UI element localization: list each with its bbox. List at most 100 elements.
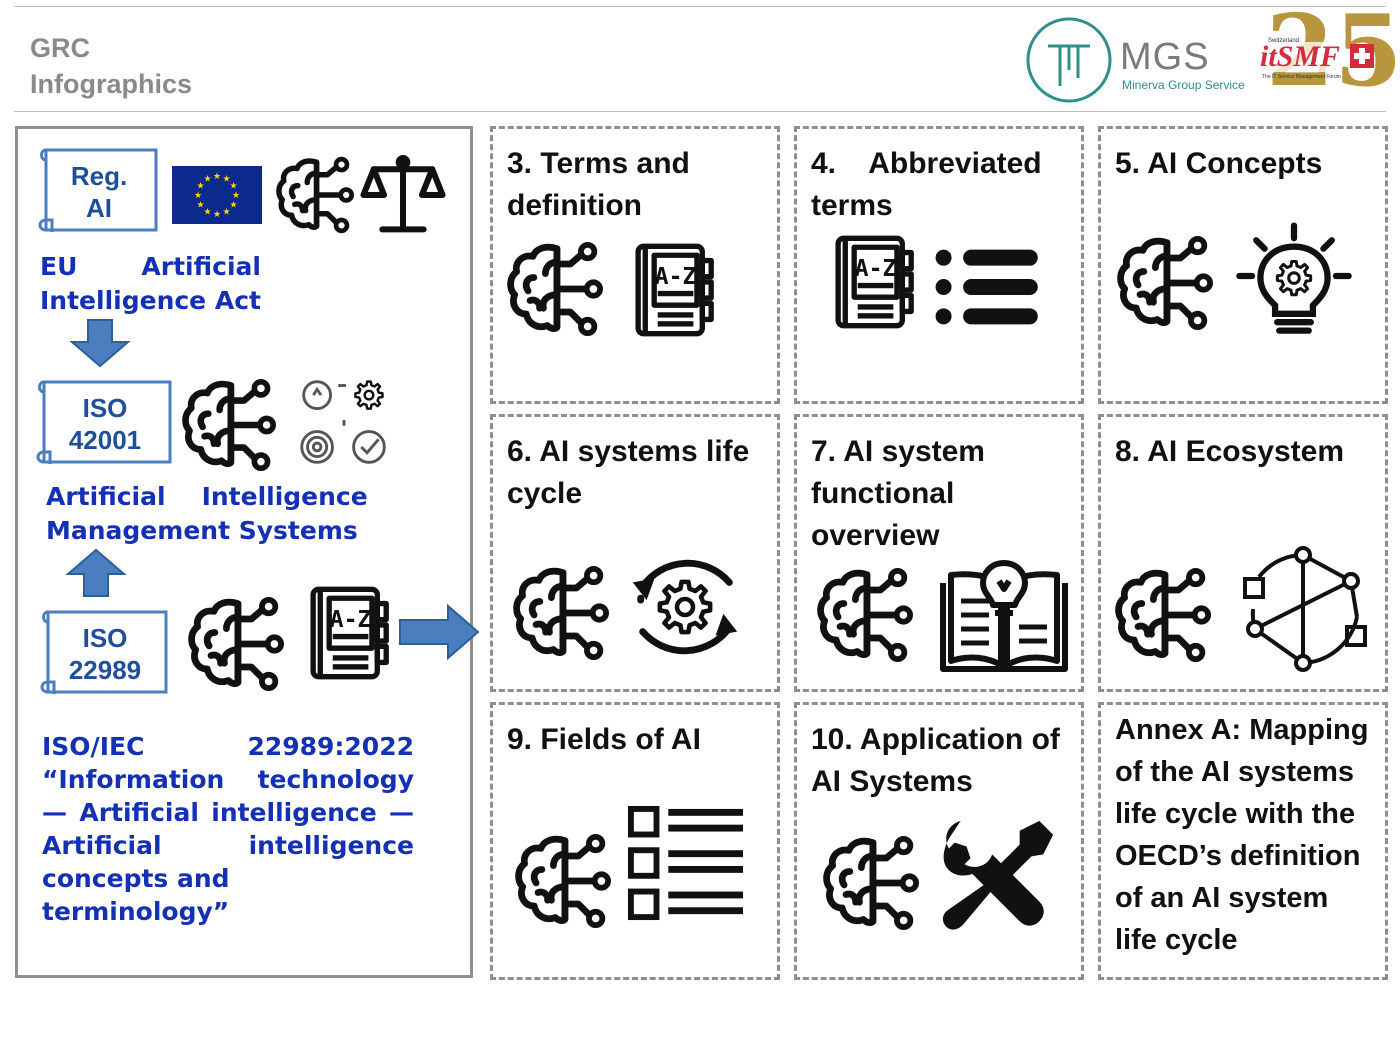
eu-ai-act-desc-line2: Intelligence Act bbox=[40, 286, 261, 315]
section-card-title-line: functional bbox=[811, 477, 955, 510]
eu-star: ★ bbox=[203, 207, 211, 217]
eu-star: ★ bbox=[203, 174, 211, 184]
arrow-up-icon bbox=[65, 548, 127, 597]
section-card-title: 3. Terms and definition bbox=[507, 143, 769, 227]
ai-brain-icon bbox=[515, 833, 611, 929]
eu-star: ★ bbox=[222, 174, 230, 184]
eu-star: ★ bbox=[213, 209, 221, 219]
eu-ai-act-desc: EU Artificial Intelligence Act bbox=[40, 250, 261, 318]
ai-brain-icon bbox=[188, 596, 284, 692]
swiss-flag-icon bbox=[1350, 44, 1374, 68]
section-card: 6. AI systems life cycle bbox=[490, 414, 780, 692]
section-card-title-line: Annex A: Mapping bbox=[1115, 714, 1369, 746]
std-title-3: — Artificial intelligence — bbox=[42, 798, 414, 827]
reg-ai-badge: Reg. AI bbox=[38, 146, 160, 236]
iso-22989-badge-line2: 22989 bbox=[68, 655, 142, 685]
eu-star: ★ bbox=[213, 171, 221, 181]
ai-brain-icon bbox=[182, 378, 276, 472]
section-card-title-line: cycle bbox=[507, 477, 583, 510]
section-card-title-line: 10. Application of bbox=[811, 723, 1060, 756]
mgs-logo-name: MGS bbox=[1120, 36, 1210, 78]
section-card-title-line: 4. Abbreviated bbox=[811, 147, 1042, 180]
section-card: Annex A: Mapping of the AI systems life cy… bbox=[1098, 702, 1388, 980]
iso-22989-badge-line1: ISO bbox=[82, 623, 128, 653]
section-card-title: Annex A: Mapping of the AI systems life cy… bbox=[1115, 709, 1385, 961]
dictionary-az-icon bbox=[627, 241, 717, 339]
std-title-1b: 22989:2022 bbox=[247, 732, 414, 761]
std-title-1a: ISO/IEC bbox=[42, 732, 145, 761]
header-title-line2: Infographics bbox=[30, 69, 193, 99]
std-title-2b: technology bbox=[257, 765, 414, 794]
iso-42001-desc-b: Intelligence bbox=[201, 482, 368, 511]
mgs-logo: MGS Minerva Group Service bbox=[1024, 16, 1254, 104]
tools-icon bbox=[942, 820, 1054, 930]
section-card-title-line: terms bbox=[811, 189, 893, 222]
itsmf-tagline: The IT Service Management Forum bbox=[1262, 74, 1341, 80]
reg-ai-badge-line1: Reg. bbox=[70, 161, 128, 191]
section-card-title: 4. Abbreviated terms bbox=[811, 143, 1073, 227]
std-title-2a: “Information bbox=[42, 765, 225, 794]
eu-star: ★ bbox=[232, 190, 240, 200]
section-card-title: 10. Application of AI Systems bbox=[811, 719, 1073, 803]
itsmf-brand: itSMF bbox=[1260, 40, 1341, 73]
section-card-title-line: 3. Terms and bbox=[507, 147, 690, 180]
scroll-icon bbox=[36, 380, 172, 464]
iso-42001-badge-line1: ISO bbox=[82, 393, 128, 423]
header-divider bbox=[14, 111, 1386, 112]
arrow-down-icon bbox=[69, 319, 131, 368]
itsmf-country: Switzerland bbox=[1268, 38, 1300, 44]
iso-22989-full-title: ISO/IEC 22989:2022 “Information technology… bbox=[42, 730, 414, 928]
justice-scales-icon bbox=[360, 152, 446, 238]
dictionary-az-icon bbox=[302, 584, 392, 682]
section-card-title: 5. AI Concepts bbox=[1115, 143, 1377, 185]
reg-ai-badge-line2: AI bbox=[86, 193, 112, 223]
ai-brain-icon bbox=[1117, 235, 1213, 331]
section-card-title-line: of the AI systems bbox=[1115, 756, 1355, 788]
section-card-title-line: overview bbox=[811, 519, 940, 552]
section-card-title-line: OECD’s definition bbox=[1115, 840, 1361, 872]
ai-brain-icon bbox=[1115, 567, 1211, 663]
itsmf-logo: 25 Switzerland itSMF The IT Service Mana… bbox=[1260, 2, 1400, 106]
mgs-columns-icon bbox=[1026, 17, 1112, 103]
eu-ai-act-desc-b: Artificial bbox=[141, 252, 261, 281]
section-card-title-line: 6. AI systems life bbox=[507, 435, 750, 468]
section-card: 4. Abbreviated terms bbox=[794, 126, 1084, 404]
left-panel bbox=[15, 126, 473, 978]
lightbulb-gear-icon bbox=[1231, 213, 1357, 339]
section-card: 10. Application of AI Systems bbox=[794, 702, 1084, 980]
iso-42001-badge-line2: 42001 bbox=[68, 425, 142, 455]
iso-22989-badge: ISO 22989 bbox=[40, 608, 170, 700]
section-card-title-line: 8. AI Ecosystem bbox=[1115, 435, 1344, 468]
std-title-4a: Artificial bbox=[42, 831, 162, 860]
network-icon bbox=[1243, 546, 1367, 672]
scroll-icon bbox=[40, 610, 168, 694]
arrow-right-icon bbox=[399, 603, 480, 661]
std-title-4b: intelligence bbox=[248, 831, 414, 860]
checklist-icon bbox=[627, 805, 745, 923]
std-title-5: concepts and terminology” bbox=[42, 864, 230, 926]
top-divider bbox=[14, 6, 1386, 7]
list-icon bbox=[935, 249, 1038, 325]
eu-star: ★ bbox=[229, 181, 237, 191]
iso-42001-desc-line2: Management Systems bbox=[46, 516, 358, 545]
eu-flag-icon: ★★★★★★★★★★★★ bbox=[172, 166, 262, 224]
header-title-line1: GRC bbox=[30, 33, 90, 63]
section-card: 9. Fields of AI bbox=[490, 702, 780, 980]
eu-star: ★ bbox=[196, 200, 204, 210]
eu-star: ★ bbox=[222, 207, 230, 217]
cycle-gear-icon bbox=[621, 543, 749, 671]
eu-star: ★ bbox=[194, 190, 202, 200]
iso-42001-badge: ISO 42001 bbox=[36, 378, 174, 470]
dictionary-az-icon bbox=[827, 233, 917, 331]
section-card-title-line: definition bbox=[507, 189, 642, 222]
eu-ai-act-desc-a: EU bbox=[40, 252, 78, 281]
section-card-title-line: AI Systems bbox=[811, 765, 973, 798]
eu-star: ★ bbox=[196, 181, 204, 191]
ai-brain-icon bbox=[817, 567, 913, 663]
section-card-title: 9. Fields of AI bbox=[507, 719, 769, 761]
iso-42001-desc-a: Artificial bbox=[46, 482, 166, 511]
section-card-title: 8. AI Ecosystem bbox=[1115, 431, 1377, 473]
mgs-logo-tagline: Minerva Group Service bbox=[1122, 78, 1245, 92]
section-card-title-line: life cycle bbox=[1115, 924, 1238, 956]
section-card-title-line: 9. Fields of AI bbox=[507, 723, 701, 756]
